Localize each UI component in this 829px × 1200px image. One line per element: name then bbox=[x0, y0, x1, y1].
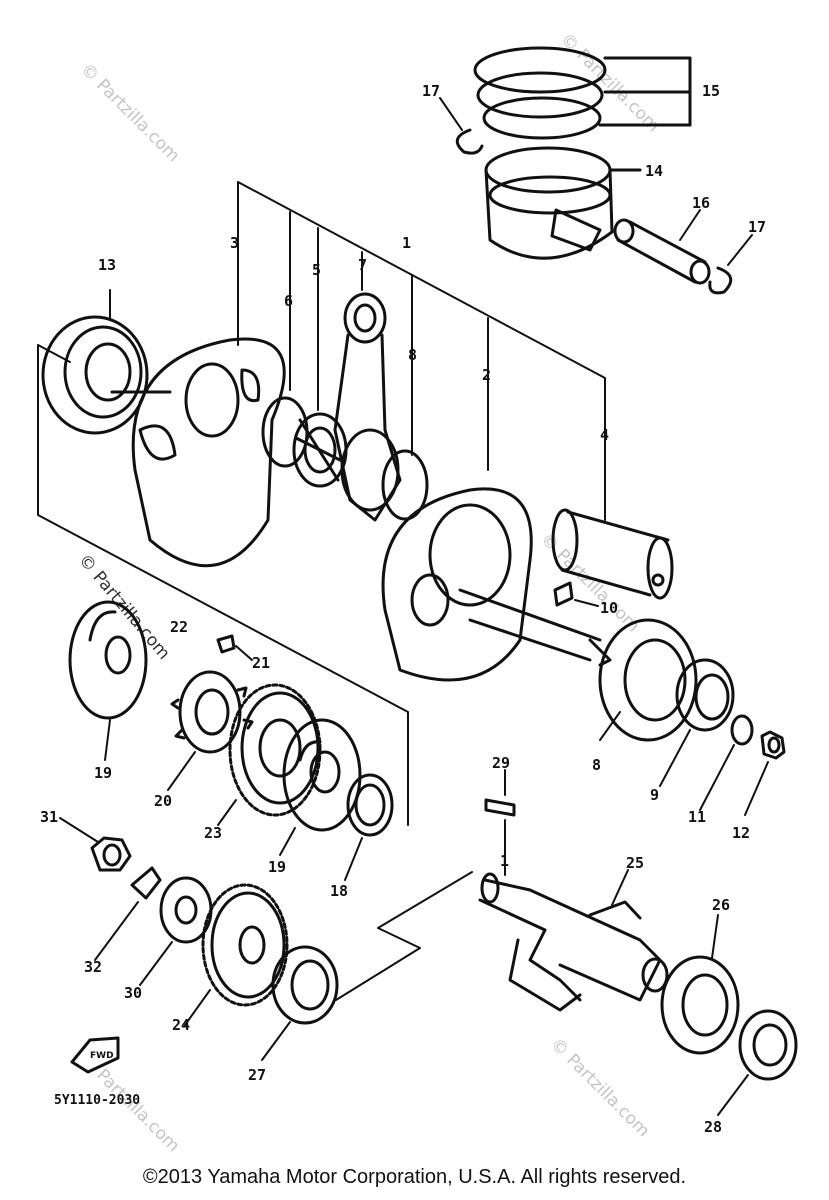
thrust-washer-left bbox=[261, 396, 309, 468]
watermark: © Partzilla.com bbox=[76, 59, 183, 166]
right-crank-wheel bbox=[381, 487, 612, 682]
lock-washer-32 bbox=[94, 866, 162, 961]
fwd-arrow-icon: FWD bbox=[70, 1036, 120, 1074]
crankshaft-assembly-bracket bbox=[237, 181, 606, 521]
watermark: © Partzilla.com bbox=[556, 29, 663, 136]
bearing-left bbox=[41, 289, 149, 435]
callout-31: 31 bbox=[40, 808, 58, 826]
callout-14: 14 bbox=[645, 162, 663, 180]
callout-8-upper: 8 bbox=[408, 346, 417, 364]
callout-17-left: 17 bbox=[422, 82, 440, 100]
callout-6: 6 bbox=[284, 292, 293, 310]
screw-21 bbox=[216, 634, 236, 654]
callout-16: 16 bbox=[692, 194, 710, 212]
callout-1: 1 bbox=[402, 234, 411, 252]
bearing-27 bbox=[261, 945, 339, 1061]
callout-24: 24 bbox=[172, 1016, 190, 1034]
washer-18 bbox=[344, 773, 394, 881]
clip-right bbox=[708, 266, 733, 295]
key-29 bbox=[484, 769, 516, 876]
bracket-line bbox=[335, 871, 473, 1001]
gear-23 bbox=[217, 683, 322, 826]
callout-3: 3 bbox=[230, 234, 239, 252]
callout-7: 7 bbox=[358, 256, 367, 274]
callout-19-left: 19 bbox=[94, 764, 112, 782]
callout-22: 22 bbox=[170, 618, 188, 636]
connecting-rod bbox=[333, 292, 402, 522]
fwd-label: FWD bbox=[90, 1051, 114, 1061]
watermark: © Partzilla.com bbox=[546, 1034, 653, 1141]
piston-rings bbox=[473, 46, 692, 140]
callout-2: 2 bbox=[482, 366, 491, 384]
callout-5: 5 bbox=[312, 261, 321, 279]
callout-30: 30 bbox=[124, 984, 142, 1002]
callout-28: 28 bbox=[704, 1118, 722, 1136]
balancer-gear-24 bbox=[184, 883, 289, 1026]
nut-12 bbox=[760, 730, 786, 760]
callout-9: 9 bbox=[650, 786, 659, 804]
crank-pin bbox=[551, 508, 674, 600]
left-crank-wheel bbox=[110, 299, 286, 568]
piston bbox=[484, 146, 642, 260]
bearing-26 bbox=[660, 914, 740, 1055]
diagram-part-number: 5Y1110-2030 bbox=[54, 1093, 140, 1108]
callout-26: 26 bbox=[712, 896, 730, 914]
clip-left bbox=[455, 128, 484, 155]
callout-25: 25 bbox=[626, 854, 644, 872]
needle-bearing bbox=[292, 412, 348, 488]
thrust-washer-right bbox=[381, 449, 429, 521]
callout-20: 20 bbox=[154, 792, 172, 810]
copyright-footer: ©2013 Yamaha Motor Corporation, U.S.A. A… bbox=[142, 1166, 687, 1188]
washer-11 bbox=[730, 714, 754, 746]
callout-15: 15 bbox=[702, 82, 720, 100]
callout-11: 11 bbox=[688, 808, 706, 826]
callout-8: 8 bbox=[592, 756, 601, 774]
callout-12: 12 bbox=[732, 824, 750, 842]
oil-seal-28 bbox=[717, 1009, 798, 1116]
callout-4: 4 bbox=[600, 426, 609, 444]
group-frame bbox=[37, 344, 409, 826]
callout-1-lower: 1 bbox=[500, 852, 509, 870]
callout-29: 29 bbox=[492, 754, 510, 772]
wrist-pin bbox=[613, 218, 711, 285]
callout-23: 23 bbox=[204, 824, 222, 842]
balancer-plate-left bbox=[68, 600, 148, 761]
callout-19-right: 19 bbox=[268, 858, 286, 876]
callout-17-right: 17 bbox=[748, 218, 766, 236]
nut-31 bbox=[59, 817, 132, 872]
callout-10: 10 bbox=[600, 599, 618, 617]
callout-21: 21 bbox=[252, 654, 270, 672]
callout-27: 27 bbox=[248, 1066, 266, 1084]
primary-gear bbox=[675, 658, 735, 732]
callout-32: 32 bbox=[84, 958, 102, 976]
bearing-right bbox=[598, 618, 698, 742]
sprocket-20 bbox=[167, 670, 254, 791]
callout-18: 18 bbox=[330, 882, 348, 900]
balancer-plate-right bbox=[279, 718, 362, 856]
balancer-shaft bbox=[478, 869, 669, 1012]
callout-13: 13 bbox=[98, 256, 116, 274]
woodruff-key bbox=[553, 581, 574, 607]
